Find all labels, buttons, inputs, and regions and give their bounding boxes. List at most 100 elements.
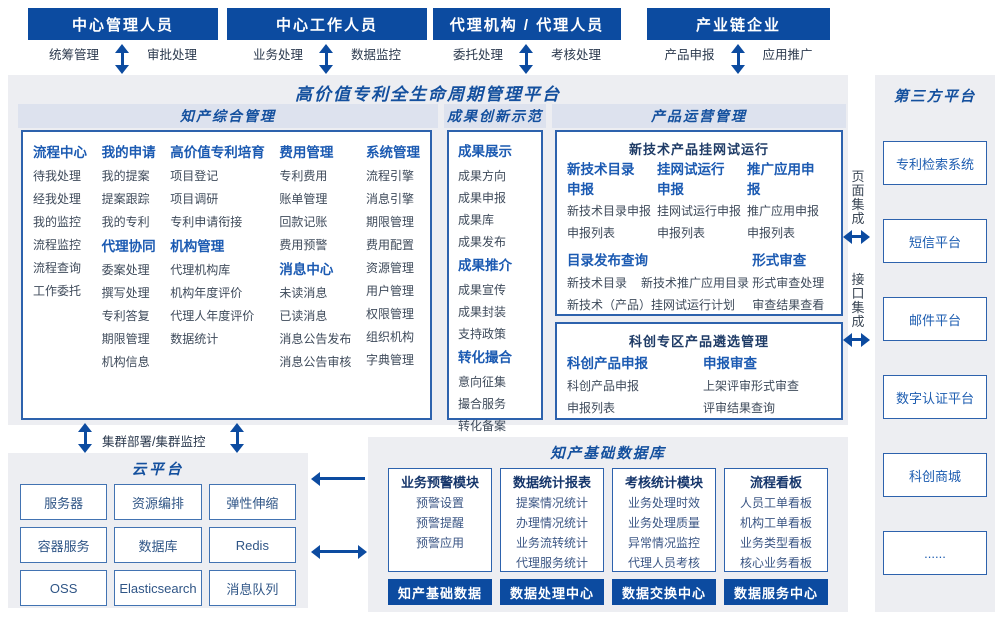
apply-columns: 新技术目录申报新技术目录申报申报列表挂网试运行申报挂网试运行申报申报列表推广应用… <box>557 158 841 244</box>
menu-item: 成果方向 <box>458 169 507 183</box>
menu-item: 科创产品申报 <box>567 379 640 393</box>
menu-group: 机构管理代理机构库机构年度评价代理人年度评价数据统计 <box>170 235 265 351</box>
menu-item: 支持政策 <box>458 327 507 341</box>
menu-item: 新技术推广应用目录 <box>641 276 750 290</box>
menu-item: 账单管理 <box>279 192 328 206</box>
group-title: 申报审查 <box>703 356 757 371</box>
menu-column: 流程中心待我处理经我处理我的监控流程监控流程查询工作委托 <box>33 141 87 418</box>
third-party-system-box: 专利检索系统 <box>883 141 987 185</box>
module-title: 考核统计模块 <box>624 475 703 490</box>
menu-item: 转化备案 <box>458 419 507 433</box>
double-arrow-horizontal-icon <box>843 229 870 245</box>
double-arrow-vertical-icon <box>519 44 535 74</box>
module-item: 机构工单看板 <box>739 516 812 530</box>
actor-role-label: 业务处理 <box>252 48 303 62</box>
menu-item: 专利申请衔接 <box>170 215 243 229</box>
menu-group: 代理协同委案处理撰写处理专利答复期限管理机构信息 <box>102 235 156 374</box>
third-party-title: 第三方平台 <box>893 89 977 105</box>
database-bars: 知产基础数据数据处理中心数据交换中心数据服务中心 <box>388 579 828 605</box>
actor-bar-center-staff: 中心工作人员 <box>227 8 427 40</box>
menu-item: 组织机构 <box>365 330 414 344</box>
menu-item: 未读消息 <box>279 286 328 300</box>
actor-labels-2: 委托处理 考核处理 <box>433 44 621 74</box>
cloud-service-box: 数据库 <box>114 527 202 563</box>
menu-item: 提案跟踪 <box>101 192 150 206</box>
third-party-system-box: 数字认证平台 <box>883 375 987 419</box>
actor-labels-0: 统筹管理 审批处理 <box>28 44 218 74</box>
double-arrow-vertical-icon <box>115 44 131 74</box>
menu-item: 我的提案 <box>101 169 150 183</box>
menu-item: 意向征集 <box>458 375 507 389</box>
database-layer-bar: 知产基础数据 <box>388 579 492 605</box>
menu-item: 申报列表 <box>657 226 706 240</box>
menu-item: 费用预警 <box>279 238 328 252</box>
module-item: 办理情况统计 <box>515 516 588 530</box>
menu-item: 期限管理 <box>365 215 414 229</box>
actor-role-label: 统筹管理 <box>48 48 99 62</box>
group-title: 转化撮合 <box>458 350 512 365</box>
double-arrow-vertical-icon <box>319 44 335 74</box>
double-arrow-vertical-icon <box>730 44 747 74</box>
cloud-service-box: 弹性伸缩 <box>208 484 296 520</box>
group-title: 目录发布查询 <box>567 253 648 268</box>
module-item: 预警应用 <box>415 536 464 550</box>
menu-item: 流程查询 <box>33 261 82 275</box>
menu-group: 费用管理专利费用账单管理回款记账费用预警 <box>279 141 351 257</box>
actor-role-label: 产品申报 <box>664 48 715 62</box>
menu-column: 费用管理专利费用账单管理回款记账费用预警消息中心未读消息已读消息消息公告发布消息… <box>279 141 351 418</box>
actor-bar-industry-chain: 产业链企业 <box>647 8 830 40</box>
group-title: 挂网试运行申报 <box>657 162 725 197</box>
ip-database-panel: 知产基础数据库 业务预警模块预警设置预警提醒预警应用数据统计报表提案情况统计办理… <box>368 437 848 612</box>
selection-columns: 科创产品申报 科创产品申报 申报列表 申报审查 上架评审形式审查 评审结果查询 <box>557 350 841 419</box>
third-party-system-box: ...... <box>883 531 987 575</box>
menu-item: 期限管理 <box>101 332 150 346</box>
menu-item: 成果申报 <box>458 191 507 205</box>
section-title-achievement: 成果创新示范 <box>444 104 546 128</box>
actor-role-label: 数据监控 <box>351 48 402 62</box>
sci-tech-selection-title: 科创专区产品遴选管理 <box>628 334 769 349</box>
cloud-service-box: 消息队列 <box>208 570 296 606</box>
group-title: 科创产品申报 <box>567 356 648 371</box>
module-item: 代理服务统计 <box>515 556 588 570</box>
actor-labels-3: 产品申报 应用推广 <box>647 44 830 74</box>
menu-item: 权限管理 <box>365 307 414 321</box>
menu-item: 评审结果查询 <box>703 401 776 415</box>
menu-item: 申报列表 <box>567 401 616 415</box>
actor-role-label: 委托处理 <box>452 48 503 62</box>
apply-column: 挂网试运行申报挂网试运行申报申报列表 <box>657 160 745 244</box>
module-item: 提案情况统计 <box>515 496 588 510</box>
group-title: 流程中心 <box>33 145 87 160</box>
module-item: 代理人员考核 <box>627 556 700 570</box>
cloud-service-box: Elasticsearch <box>114 570 202 606</box>
menu-item: 专利费用 <box>279 169 328 183</box>
menu-item: 项目登记 <box>170 169 219 183</box>
menu-group: 转化撮合意向征集撮合服务转化备案 <box>458 345 541 437</box>
menu-item: 已读消息 <box>279 309 328 323</box>
apply-column: 推广应用申报推广应用申报申报列表 <box>747 160 835 244</box>
group-title: 成果推介 <box>458 258 512 273</box>
cloud-platform-title: 云平台 <box>131 462 185 478</box>
module-title: 业务预警模块 <box>400 475 479 490</box>
menu-column: 系统管理流程引擎消息引擎期限管理费用配置资源管理用户管理权限管理组织机构字典管理 <box>366 141 420 418</box>
group-title: 我的申请 <box>101 145 156 160</box>
menu-group: 高价值专利培育项目登记项目调研专利申请衔接 <box>170 141 265 234</box>
menu-group: 流程中心待我处理经我处理我的监控流程监控流程查询工作委托 <box>33 141 87 303</box>
group-title: 消息中心 <box>279 262 334 277</box>
database-module-box: 数据统计报表提案情况统计办理情况统计业务流转统计代理服务统计 <box>500 468 604 572</box>
cloud-service-box: 服务器 <box>20 484 108 520</box>
actor-labels-1: 业务处理 数据监控 <box>227 44 427 74</box>
actor-role-label: 应用推广 <box>762 48 813 62</box>
menu-item: 成果封装 <box>458 305 507 319</box>
cluster-deploy-monitor-label: 集群部署/集群监控 <box>102 435 206 449</box>
database-layer-bar: 数据服务中心 <box>724 579 828 605</box>
module-title: 数据统计报表 <box>512 475 591 490</box>
sci-product-apply-group: 科创产品申报 科创产品申报 申报列表 <box>567 352 679 419</box>
menu-group: 成果展示成果方向成果申报成果库成果发布 <box>458 139 541 253</box>
actor-bar-agencies: 代理机构 / 代理人员 <box>433 8 621 40</box>
ip-management-box: 流程中心待我处理经我处理我的监控流程监控流程查询工作委托我的申请我的提案提案跟踪… <box>21 130 432 420</box>
database-module-box: 考核统计模块业务处理时效业务处理质量异常情况监控代理人员考核 <box>612 468 716 572</box>
menu-item: 撮合服务 <box>458 397 507 411</box>
trial-run-box-title: 新技术产品挂网试运行 <box>628 142 769 157</box>
achievement-box: 成果展示成果方向成果申报成果库成果发布成果推介成果宣传成果封装支持政策转化撮合意… <box>447 130 543 433</box>
menu-item: 工作委托 <box>33 284 82 298</box>
